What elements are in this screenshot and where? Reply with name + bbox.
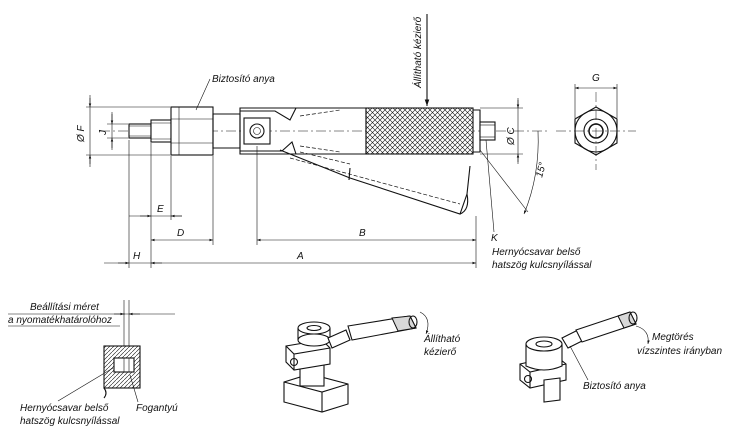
dim-E-group: E: [129, 204, 182, 218]
dim-B-group: B: [257, 228, 476, 242]
tilted-handle: [279, 149, 471, 215]
dim-F-group: Ø F: [76, 95, 170, 167]
main-side-view: 15° Állítható kézierő Biztosító anya K H…: [76, 14, 592, 271]
iso1-handle-base: [327, 329, 351, 349]
adjustable-label-line2: kézierő: [424, 347, 457, 358]
dim-E: E: [157, 204, 164, 215]
dim-J: J: [98, 129, 109, 136]
dim-H-group: H: [104, 251, 162, 265]
torque-setting-label-line2: a nyomatékhatárolóhoz: [8, 315, 112, 326]
dim-H: H: [133, 251, 141, 262]
iso-view-adjustable: Állítható kézierő: [283, 311, 461, 413]
locking-nut-leader: [195, 78, 211, 111]
locking-nut-bottom-leader: [569, 345, 589, 381]
right-thread: [479, 121, 496, 141]
hex-inscribed-circle: [574, 109, 618, 153]
dim-C: Ø C: [506, 126, 517, 146]
breakaway-label-line1: Megtörés: [652, 332, 694, 343]
socket-screw-icon: [249, 123, 265, 139]
dim-G: G: [592, 73, 600, 84]
K-leader: [485, 139, 495, 233]
dim-B: B: [359, 228, 366, 239]
set-screw-detail-label-line1: Hernyócsavar belső: [20, 403, 109, 414]
set-screw-detail-label-line2: hatszög kulcsnyílással: [20, 416, 120, 427]
dim-A: A: [296, 251, 304, 262]
hex-nut-end: [574, 106, 618, 156]
adjustable-label-line1: Állítható: [423, 332, 461, 345]
locking-nut-label: Biztosító anya: [212, 74, 275, 85]
iso1-cylinder: [297, 333, 331, 347]
dim-C-group: Ø C: [480, 98, 523, 164]
handle-detail-label: Fogantyú: [136, 403, 178, 414]
locking-nut-bottom-label: Biztosító anya: [583, 381, 646, 392]
dim-D-group: D: [151, 228, 213, 242]
dim-F: Ø F: [76, 124, 87, 143]
end-view: G: [556, 73, 636, 170]
set-screw-detail-leader: [57, 367, 114, 402]
angle-arc: [523, 130, 539, 215]
dim-J-group: J: [98, 112, 128, 150]
iso1-rotation-arrow: [419, 311, 429, 335]
set-screw-K-label-line1: Hernyócsavar belső: [492, 247, 581, 258]
iso2-breakaway-arrow: [635, 325, 650, 345]
dim-angle: 15°: [534, 161, 549, 178]
handle-detail-leader: [129, 374, 139, 403]
set-screw-K-label-line2: hatszög kulcsnyílással: [492, 260, 592, 271]
torque-setting-label-line1: Beállítási méret: [30, 302, 100, 313]
iso-view-breakaway: Megtörés vízszintes irányban Biztosító a…: [519, 311, 722, 403]
adjustable-handle-label: Állítható kézierő: [411, 16, 424, 89]
breakaway-label-line2: vízszintes irányban: [637, 346, 722, 357]
angle-ref-line: [479, 149, 529, 213]
dim-D: D: [177, 228, 184, 239]
knurled-grip: [365, 107, 474, 155]
dim-A-group: A: [151, 251, 476, 265]
detail-view: Beállítási méret a nyomatékhatárolóhoz H…: [8, 300, 178, 427]
locking-nut: [170, 106, 214, 156]
dim-K: K: [491, 233, 499, 244]
